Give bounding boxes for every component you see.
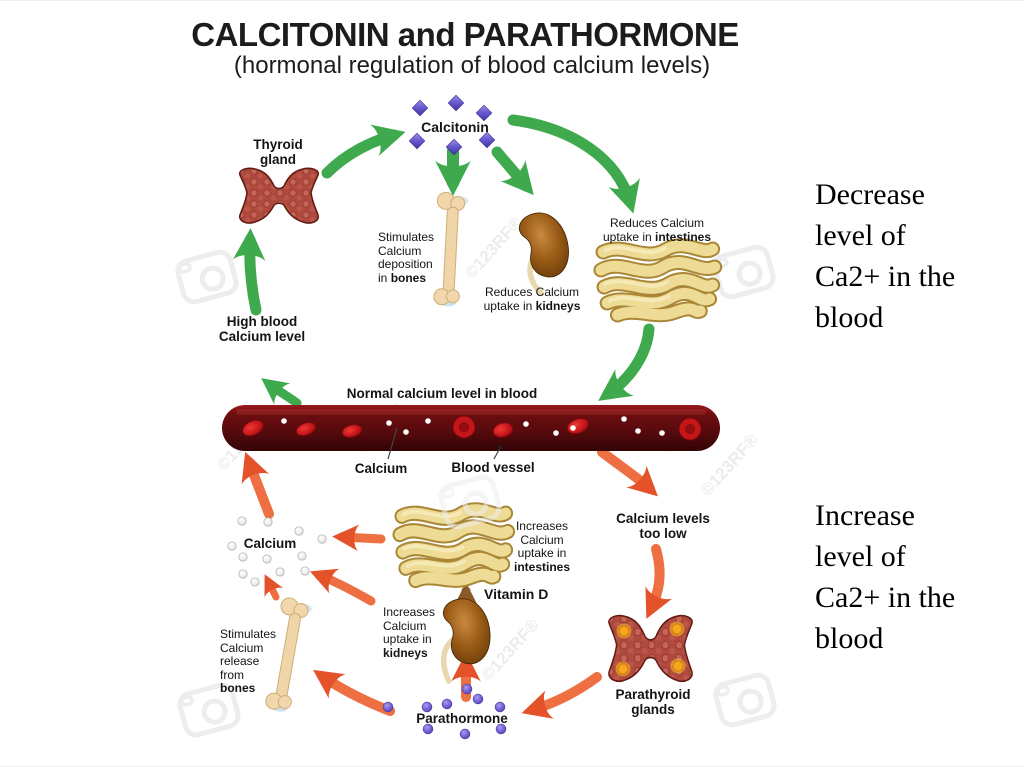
calcitonin-molecule-diamonds	[408, 94, 496, 156]
arrow-toolow-to-parathyroid-icon	[645, 544, 673, 619]
reduces-uptake-kidneys-label: Reduces Calcium uptake in kidneys	[483, 285, 581, 313]
arrow-highblood-to-thyroid-icon	[232, 228, 266, 316]
arrow-calcitonin-to-kidney-icon	[491, 146, 534, 196]
stimulates-release-bones-label: Stimulates Calcium release from bones	[220, 627, 277, 695]
slide-subtitle: (hormonal regulation of blood calcium le…	[233, 52, 711, 79]
stimulates-deposition-bones-label: Stimulates Calcium deposition in bones	[378, 230, 435, 285]
arrow-calcium-to-vessel-icon	[241, 451, 274, 519]
note-decrease-ca: Decrease level of Ca2+ in the blood	[815, 178, 956, 334]
blood-vessel-label: Blood vessel	[451, 460, 535, 475]
red-blood-cells	[242, 415, 702, 441]
arrow-kidney-to-calcium-icon	[309, 568, 376, 606]
calcium-pointer-line	[387, 427, 398, 460]
free-calcium-label: Calcium	[243, 536, 297, 551]
vessel-calcium-label: Calcium	[354, 461, 408, 476]
watermark-text: ©123RF®	[461, 213, 526, 283]
parathyroid-glands-illustration	[608, 614, 693, 683]
top-edge-line	[0, 0, 1024, 1]
blood-vessel-illustration	[222, 405, 720, 460]
calcium-levels-too-low-label: Calcium levels too low	[616, 511, 710, 541]
blood-vessel-pointer-line	[493, 447, 501, 460]
parathormone-molecule-dots	[382, 683, 507, 740]
calcium-ions-in-vessel	[281, 416, 665, 436]
normal-calcium-level-label: Normal calcium level in blood	[346, 386, 538, 401]
note-increase-ca: Increase level of Ca2+ in the blood	[815, 499, 956, 655]
calcitonin-cycle-arrows	[232, 114, 655, 408]
arrow-bone-to-calcium-icon	[264, 574, 284, 601]
arrow-thyroid-to-calcitonin-icon	[321, 124, 406, 179]
thyroid-gland-illustration	[238, 167, 320, 224]
kidney-top-illustration	[518, 212, 569, 296]
increases-uptake-kidneys-label: Increases Calcium uptake in kidneys	[383, 605, 436, 660]
arrow-vessel-to-toolow-icon	[597, 447, 658, 497]
arrow-vessel-to-highblood-icon	[261, 378, 302, 408]
free-calcium-dots	[227, 516, 327, 587]
reduces-uptake-intestines-label: Reduces Calcium uptake in intestines	[602, 216, 712, 244]
slide-title: CALCITONIN and PARATHORMONE	[191, 16, 739, 53]
arrow-intestines-to-vessel-icon	[598, 323, 655, 401]
arrow-parathormone-to-bone-icon	[313, 669, 395, 716]
increases-uptake-intestines-label: Increases Calcium uptake in intestines	[513, 519, 571, 574]
calcitonin-label: Calcitonin	[421, 119, 489, 135]
kidney-bottom-illustration	[440, 598, 491, 684]
high-blood-calcium-label: High blood Calcium level	[218, 314, 306, 344]
parathormone-cycle-arrows	[241, 447, 673, 719]
arrow-intestines-to-calcium-icon	[332, 524, 386, 552]
parathyroid-glands-label: Parathyroid glands	[615, 687, 691, 717]
bone-top-illustration	[431, 191, 470, 308]
arrow-calcitonin-to-intestines-icon	[507, 114, 640, 214]
parathyroid-spots	[615, 621, 686, 677]
intestines-top-illustration	[601, 246, 714, 315]
arrow-parathyroid-to-parathormone-icon	[521, 672, 602, 719]
thyroid-gland-label: Thyroid gland	[253, 137, 303, 167]
parathormone-label: Parathormone	[416, 711, 508, 726]
vitamin-d-label: Vitamin D	[484, 586, 549, 602]
